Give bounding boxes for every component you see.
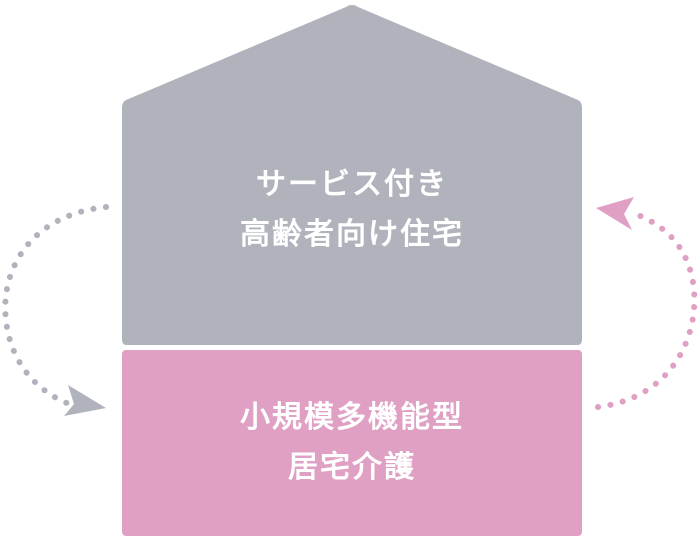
bottom-block-line1: 小規模多機能型 (240, 400, 464, 435)
right-cycle-arrow-dots (595, 209, 698, 410)
top-block-label: サービス付き 高齢者向け住宅 (122, 160, 582, 260)
top-block-line1: サービス付き (256, 167, 448, 202)
left-arrowhead-icon (64, 385, 106, 416)
bottom-block (122, 350, 582, 536)
left-cycle-arrow-dots (2, 204, 109, 408)
top-block-line2: 高齢者向け住宅 (240, 217, 464, 252)
bottom-block-line2: 居宅介護 (288, 450, 416, 485)
bottom-block-label: 小規模多機能型 居宅介護 (122, 393, 582, 493)
right-arrowhead-icon (596, 197, 634, 230)
house-top-block (122, 5, 582, 345)
